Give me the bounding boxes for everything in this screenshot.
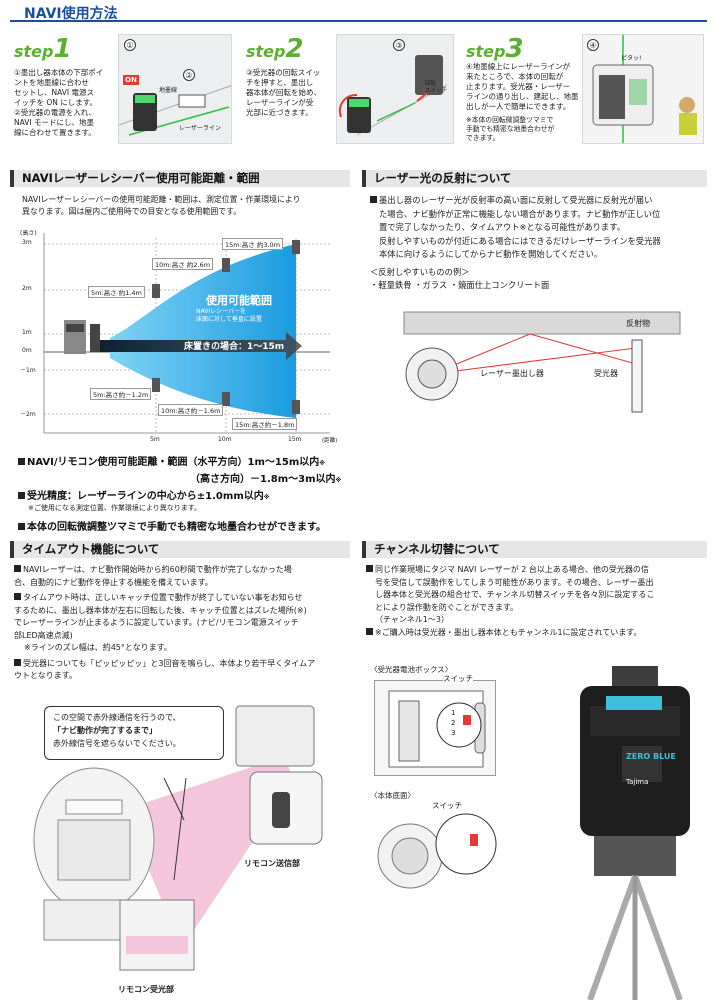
chart-height-label: (高さ) bbox=[20, 230, 37, 237]
channel-heading: チャンネル切替について bbox=[362, 541, 707, 558]
reflect-diagram: 反射物 レーザー墨出し器 受光器 bbox=[380, 304, 690, 434]
xtick-10m: 10m bbox=[218, 436, 232, 443]
battery-channel-2: 2 bbox=[451, 719, 456, 727]
ytick-1m: 1m bbox=[22, 329, 32, 336]
base-bottom-title: 〈本体底面〉 bbox=[370, 791, 415, 800]
remote-receiver-label: リモコン受光部 bbox=[118, 985, 174, 994]
step-2-photo: ③ 回転 スイッチ bbox=[336, 34, 454, 144]
range-intro: NAVIレーザーレシーバーの使用可能距離・範囲は、測定位置・作業環境により異なり… bbox=[22, 195, 301, 216]
reflect-text: 墨出し器のレーザー光が反射率の高い面に反射して受光器に反射光が届い た場合、ナビ… bbox=[370, 195, 661, 290]
step-1-marker-2: ② bbox=[183, 69, 195, 81]
step-2-rotate-label: 回転 bbox=[425, 81, 437, 87]
receiver-label: 受光器 bbox=[594, 369, 618, 378]
feature-note: ※ご使用になる測定位置、作業環境により異なります。 bbox=[28, 504, 202, 512]
base-bottom-illustration bbox=[374, 804, 498, 898]
range-chart: (高さ) 3m 2m 1m 0m －1m －2m 5m 10m 15m (距離)… bbox=[20, 228, 350, 448]
usable-range-sub: NAVIレシーバーを床面に対して垂直に設置 bbox=[196, 308, 262, 323]
timeout-text: NAVIレーザーは、ナビ動作開始時から約60秒間で動作が完了しなかった場 合、自… bbox=[14, 565, 316, 680]
product-photo: ZERO BLUE Tajima bbox=[560, 666, 710, 1002]
timeout-illustration-svg bbox=[33, 705, 323, 971]
step-3-illustration bbox=[583, 35, 703, 143]
step-2-illustration bbox=[338, 55, 448, 136]
battery-channel-3: 3 bbox=[451, 729, 456, 737]
product-logo: ZERO BLUE bbox=[626, 752, 676, 761]
navi-usage-section: NAVI使用方法 step1 ①墨出し器本体の下部ポイントを地墨線に合わせセット… bbox=[0, 0, 717, 160]
feature-vertical-range: （高さ方向）－1.8m～3m以内※ bbox=[190, 474, 342, 485]
ytick-2m: 2m bbox=[22, 285, 32, 292]
ir-balloon: この空間で赤外線通信を行うので、 「ナビ動作が完了するまで」 赤外線信号を遮らな… bbox=[44, 706, 224, 760]
range-heading: NAVIレーザーレシーバー使用可能距離・範囲 bbox=[10, 170, 350, 187]
usable-range-title: 使用可能範囲 bbox=[206, 294, 272, 307]
step-1-illustration bbox=[119, 75, 231, 136]
battery-channel-1: 1 bbox=[451, 709, 456, 717]
floor-range-label: 床置きの場合：1～15m bbox=[184, 342, 285, 352]
xtick-15m: 15m bbox=[288, 436, 302, 443]
step-1-text: ①墨出し器本体の下部ポイントを地墨線に合わせセットし、NAVI 電源スイッチを … bbox=[14, 68, 104, 137]
step-3-text: ④地墨線上にレーザーラインが来たところで、本体の回転が止まります。受光器・レーザ… bbox=[466, 62, 579, 142]
callout-5m-down: 5m:高さ約－1.2m bbox=[90, 388, 152, 400]
feature-fine-adjust: 本体の回転微調整ツマミで手動でも精密な地墨合わせができます。 bbox=[18, 518, 326, 533]
step-2-switch-label: スイッチ bbox=[425, 88, 448, 94]
ytick-3m: 3m bbox=[22, 239, 32, 246]
timeout-illustration: この空間で赤外線通信を行うので、 「ナビ動作が完了するまで」 赤外線信号を遮らな… bbox=[14, 700, 354, 1000]
base-switch-label: スイッチ bbox=[432, 801, 462, 810]
battery-box-svg bbox=[388, 690, 486, 768]
timeout-heading: タイムアウト機能について bbox=[10, 541, 350, 558]
step-2-label: step2 bbox=[246, 34, 304, 64]
battery-switch-label: スイッチ bbox=[443, 673, 473, 684]
step-1-floor-line-label: 地墨線 bbox=[159, 87, 178, 94]
step-3-label: step3 bbox=[466, 34, 524, 64]
reflect-heading: レーザー光の反射について bbox=[362, 170, 707, 187]
reflector-label: 反射物 bbox=[626, 319, 650, 328]
step-1-on-label: ON bbox=[125, 76, 137, 84]
ytick-minus1m: －1m bbox=[20, 367, 36, 374]
channel-text: 同じ作業現場にタジマ NAVI レーザーが 2 台以上ある場合、他の受光器の信 … bbox=[366, 564, 711, 639]
remote-transmitter-label: リモコン送信部 bbox=[244, 859, 300, 868]
product-brand: Tajima bbox=[626, 778, 649, 786]
range-chart-svg bbox=[43, 233, 330, 434]
product-svg bbox=[580, 666, 690, 1002]
ytick-0m: 0m bbox=[22, 347, 32, 354]
battery-box-illustration: スイッチ 1 2 3 bbox=[374, 673, 496, 776]
step-3-photo: ④ ピタッ! bbox=[582, 34, 704, 144]
navi-header: NAVI使用方法 bbox=[10, 0, 707, 22]
reflect-diagram-svg bbox=[403, 311, 681, 413]
step-1-laser-line-label: レーザーライン bbox=[179, 125, 221, 132]
step-1-photo: ① ② ON 地墨線 レーザーライン bbox=[118, 34, 232, 144]
callout-10m-down: 10m:高さ約－1.6m bbox=[158, 404, 224, 416]
laser-marker-label: レーザー墨出し器 bbox=[480, 369, 544, 378]
feature-horizontal-range: NAVI/リモコン使用可能距離・範囲（水平方向）1m～15m以内※ bbox=[18, 453, 325, 468]
base-bottom-svg bbox=[377, 813, 497, 889]
step-2-text: ③受光器の回転スイッチを押すと、墨出し器本体が回転を始め、レーザーラインが受光部… bbox=[246, 68, 321, 117]
battery-box-title: 〈受光器電池ボックス〉 bbox=[370, 665, 453, 674]
xtick-5m: 5m bbox=[150, 436, 160, 443]
ytick-minus2m: －2m bbox=[20, 411, 36, 418]
callout-5m-up: 5m:高さ 約1.4m bbox=[88, 286, 145, 298]
callout-15m-up: 15m:高さ 約3.0m bbox=[222, 238, 284, 250]
step-3-marker-4: ④ bbox=[587, 39, 599, 51]
step-2-marker-3: ③ bbox=[393, 39, 405, 51]
step-3-pita-label: ピタッ! bbox=[621, 55, 642, 62]
navi-title: NAVI使用方法 bbox=[24, 6, 118, 22]
callout-10m-up: 10m:高さ 約2.6m bbox=[152, 258, 214, 270]
callout-15m-down: 15m:高さ約－1.8m bbox=[232, 418, 298, 430]
step-1-label: step1 bbox=[14, 34, 72, 64]
xunit-label: (距離) bbox=[322, 438, 338, 444]
step-1-marker-1: ① bbox=[124, 39, 136, 51]
feature-accuracy: 受光精度：レーザーラインの中心から±1.0mm以内※ bbox=[18, 487, 270, 502]
